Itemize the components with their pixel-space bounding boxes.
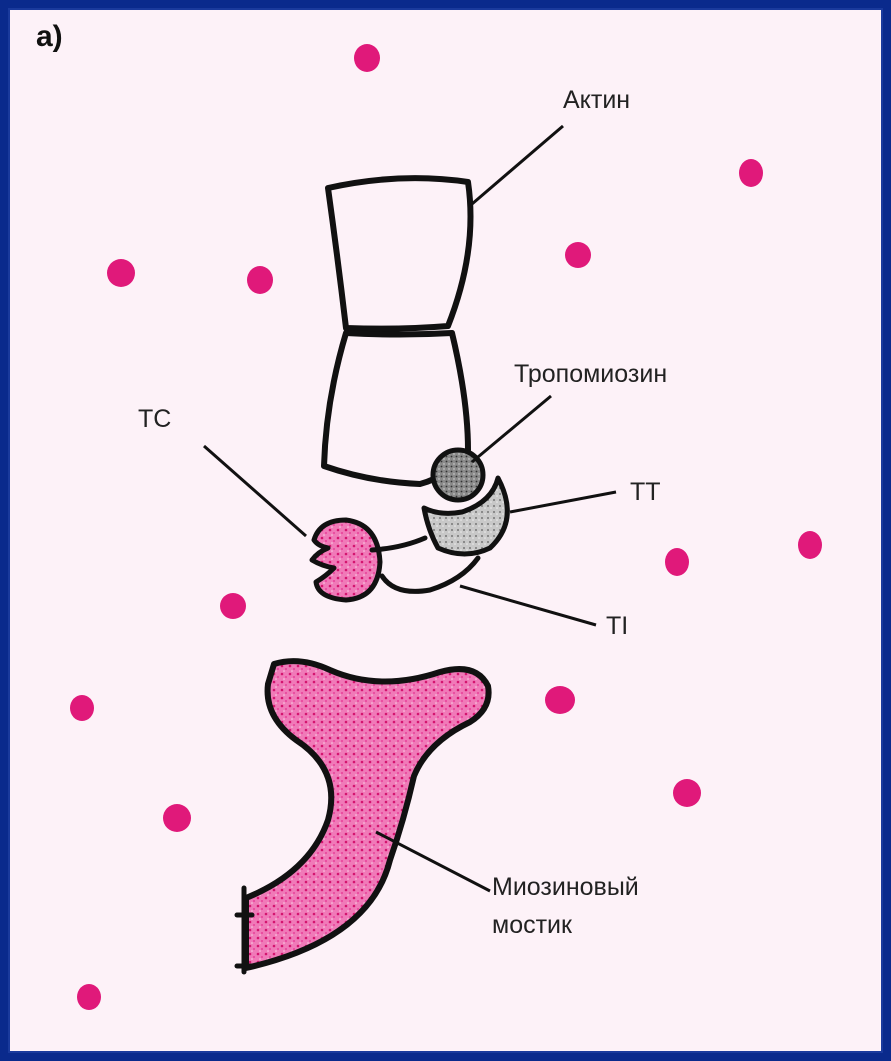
tc-shape (312, 520, 380, 600)
panel-label: a) (36, 20, 63, 54)
label-ti: TI (606, 612, 628, 641)
label-myosin-line2: мостик (492, 911, 572, 940)
actin-shape (324, 178, 471, 484)
label-tt: TT (630, 478, 661, 507)
label-tropomyosin: Тропомиозин (514, 360, 667, 389)
label-myosin-line1: Миозиновый (492, 873, 639, 902)
label-tc: TC (138, 405, 171, 434)
myosin-bridge-shape (246, 661, 489, 968)
label-actin: Актин (563, 86, 630, 115)
